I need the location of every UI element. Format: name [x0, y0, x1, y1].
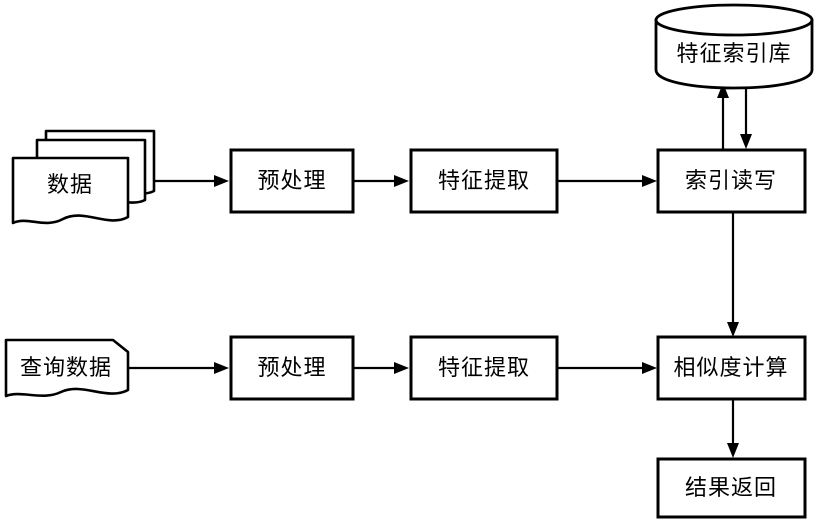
node-data-input[interactable]: 数据 — [11, 129, 156, 225]
node-label-similarity-calculation: 相似度计算 — [673, 356, 788, 381]
edge-index-rw-to-datastore-up — [717, 83, 729, 149]
node-feature-index-store[interactable]: 特征索引库 — [654, 3, 814, 90]
node-index-read-write[interactable]: 索引读写 — [656, 148, 807, 214]
edge-preprocess-bottom-to-feature-bottom — [354, 362, 409, 374]
node-feature-extract-bottom[interactable]: 特征提取 — [409, 335, 559, 401]
node-query-input[interactable]: 查询数据 — [4, 338, 130, 398]
node-label-data-input: 数据 — [47, 173, 93, 198]
node-label-preprocess-top: 预处理 — [257, 169, 326, 194]
edge-datastore-to-index-rw-down — [740, 83, 752, 149]
node-preprocess-bottom[interactable]: 预处理 — [229, 335, 355, 401]
node-feature-extract-top[interactable]: 特征提取 — [409, 148, 559, 214]
edge-feature-top-to-index-rw — [558, 175, 657, 187]
edge-similarity-to-result — [727, 400, 739, 458]
node-label-query-input: 查询数据 — [20, 356, 112, 381]
node-label-index-read-write: 索引读写 — [685, 169, 777, 194]
node-label-preprocess-bottom: 预处理 — [257, 356, 326, 381]
edge-feature-bottom-to-similarity — [558, 362, 657, 374]
edge-preprocess-top-to-feature-top — [354, 175, 409, 187]
node-similarity-calculation[interactable]: 相似度计算 — [656, 335, 807, 401]
edge-query-to-preprocess-bottom — [128, 362, 229, 374]
node-preprocess-top[interactable]: 预处理 — [229, 148, 355, 214]
node-label-feature-extract-top: 特征提取 — [438, 169, 530, 194]
node-result-return[interactable]: 结果返回 — [656, 457, 807, 519]
node-label-feature-extract-bottom: 特征提取 — [438, 356, 530, 381]
node-label-feature-index-store: 特征索引库 — [676, 42, 791, 67]
edge-index-rw-to-similarity — [727, 213, 739, 337]
node-label-result-return: 结果返回 — [685, 476, 777, 501]
